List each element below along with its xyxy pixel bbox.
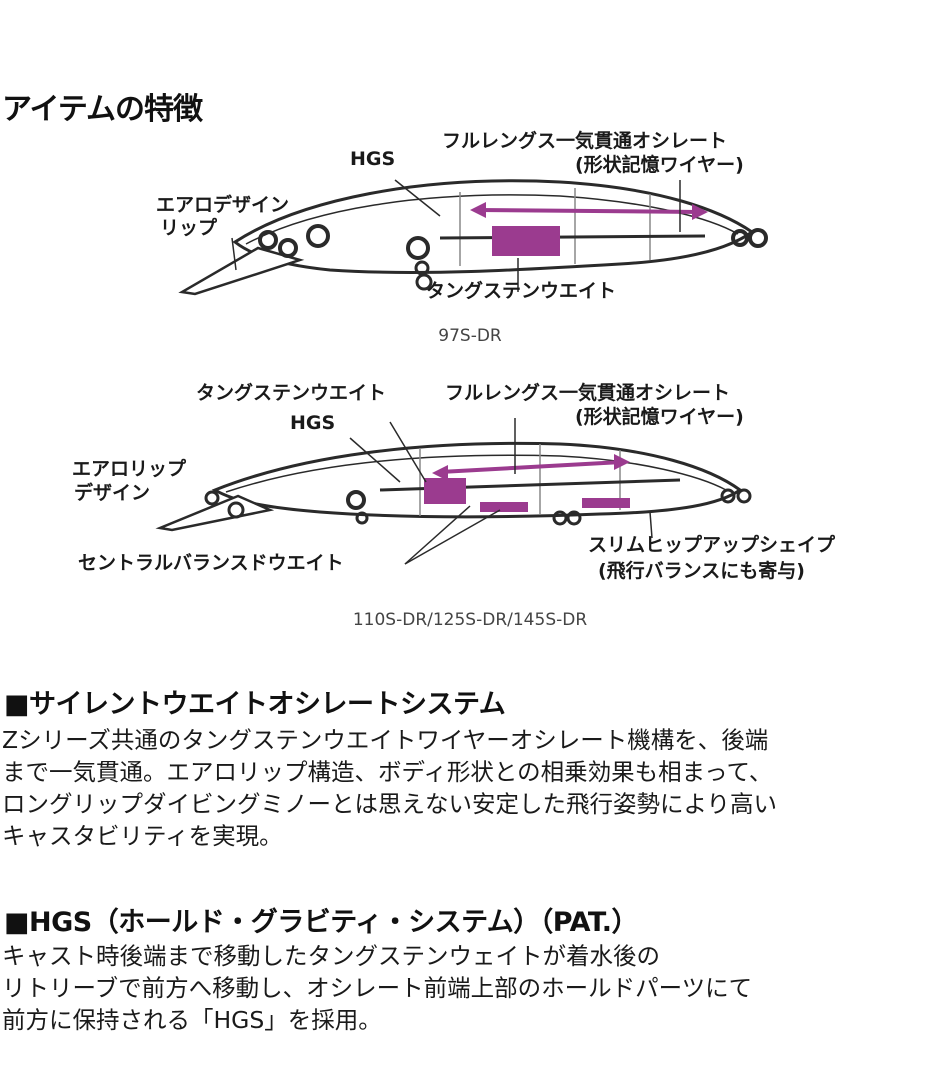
section-line: Zシリーズ共通のタングステンウエイトワイヤーオシレート機構を、後端 (2, 726, 769, 754)
callout-oscillate-line2: (形状記憶ワイヤー) (575, 406, 744, 428)
callout-oscillate-line2: (形状記憶ワイヤー) (575, 154, 744, 176)
tungsten-weight (492, 226, 560, 256)
section-line: リトリーブで前方へ移動し、オシレート前端上部のホールドパーツにて (2, 974, 753, 1002)
page-title: アイテムの特徴 (2, 92, 203, 127)
section-line: まで一気貫通。エアロリップ構造、ボディ形状との相乗効果も相まって、 (2, 758, 773, 786)
callout-oscillate-line1: フルレングス一気貫通オシレート (445, 382, 731, 404)
section-line: ロングリップダイビングミノーとは思えない安定した飛行姿勢により高い (2, 790, 778, 818)
section-line: キャスト時後端まで移動したタングステンウェイトが着水後の (2, 942, 660, 970)
lure-lip (155, 494, 275, 532)
callout-aero-lip-line1: エアロリップ (72, 458, 187, 480)
figure-caption-97s: 97S-DR (438, 326, 502, 346)
callout-oscillate-line1: フルレングス一気貫通オシレート (442, 130, 728, 152)
section-heading-hgs: ■HGS（ホールド・グラビティ・システム）（PAT.） (4, 907, 638, 938)
callout-central-balance: セントラルバランスドウエイト (78, 552, 344, 574)
lure-diagram-97s: フルレングス一気貫通オシレート (形状記憶ワイヤー) HGS エアロデザイン リ… (0, 120, 940, 360)
section-line: 前方に保持される「HGS」を採用。 (2, 1006, 382, 1034)
callout-slim-hip-line1: スリムヒップアップシェイプ (588, 534, 836, 556)
central-balanced-weight-2 (582, 498, 630, 508)
section-body-silent-weight: Zシリーズ共通のタングステンウエイトワイヤーオシレート機構を、後端 まで一気貫通… (2, 724, 938, 852)
figure-caption-110s: 110S-DR/125S-DR/145S-DR (352, 610, 588, 630)
lure-body-diagram-110s (155, 418, 752, 565)
section-line: キャスタビリティを実現。 (2, 822, 283, 850)
oscillate-arrow (477, 208, 701, 214)
section-body-hgs: キャスト時後端まで移動したタングステンウェイトが着水後の リトリーブで前方へ移動… (2, 940, 938, 1036)
callout-aero-lip-line1: エアロデザイン (156, 194, 290, 216)
callout-tungsten: タングステンウエイト (196, 382, 387, 404)
lure-body-diagram-97s (178, 179, 768, 296)
oscillate-arrow (439, 460, 623, 474)
callout-tungsten: タングステンウエイト (426, 280, 617, 302)
callout-aero-lip-line2: リップ (160, 217, 218, 239)
tungsten-weight (424, 478, 466, 504)
section-heading-silent-weight: ■サイレントウエイトオシレートシステム (4, 689, 506, 720)
central-balanced-weight-1 (480, 502, 528, 512)
callout-hgs: HGS (350, 148, 396, 170)
callout-slim-hip-line2: (飛行バランスにも寄与) (598, 560, 805, 582)
callout-aero-lip-line2: デザイン (74, 482, 151, 504)
lure-diagram-110s: タングステンウエイト フルレングス一気貫通オシレート (形状記憶ワイヤー) HG… (0, 378, 940, 638)
callout-hgs: HGS (290, 412, 336, 434)
